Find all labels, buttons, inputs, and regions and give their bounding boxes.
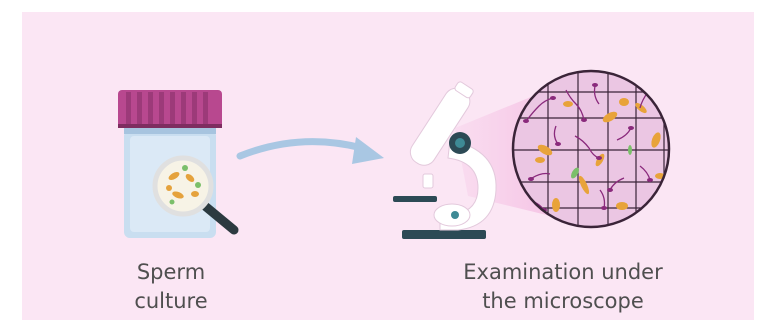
microscope-view-icon — [513, 71, 669, 227]
sperm-culture-label: Sperm culture — [96, 258, 246, 316]
microscope-icon — [393, 79, 496, 239]
microscope-exam-label-line2: the microscope — [438, 287, 688, 316]
sperm-culture-label-line1: Sperm — [96, 258, 246, 287]
microscope-exam-label-line1: Examination under — [438, 258, 688, 287]
microscope-exam-label: Examination under the microscope — [438, 258, 688, 316]
sperm-culture-label-line2: culture — [96, 287, 246, 316]
arrow-icon — [240, 137, 384, 164]
